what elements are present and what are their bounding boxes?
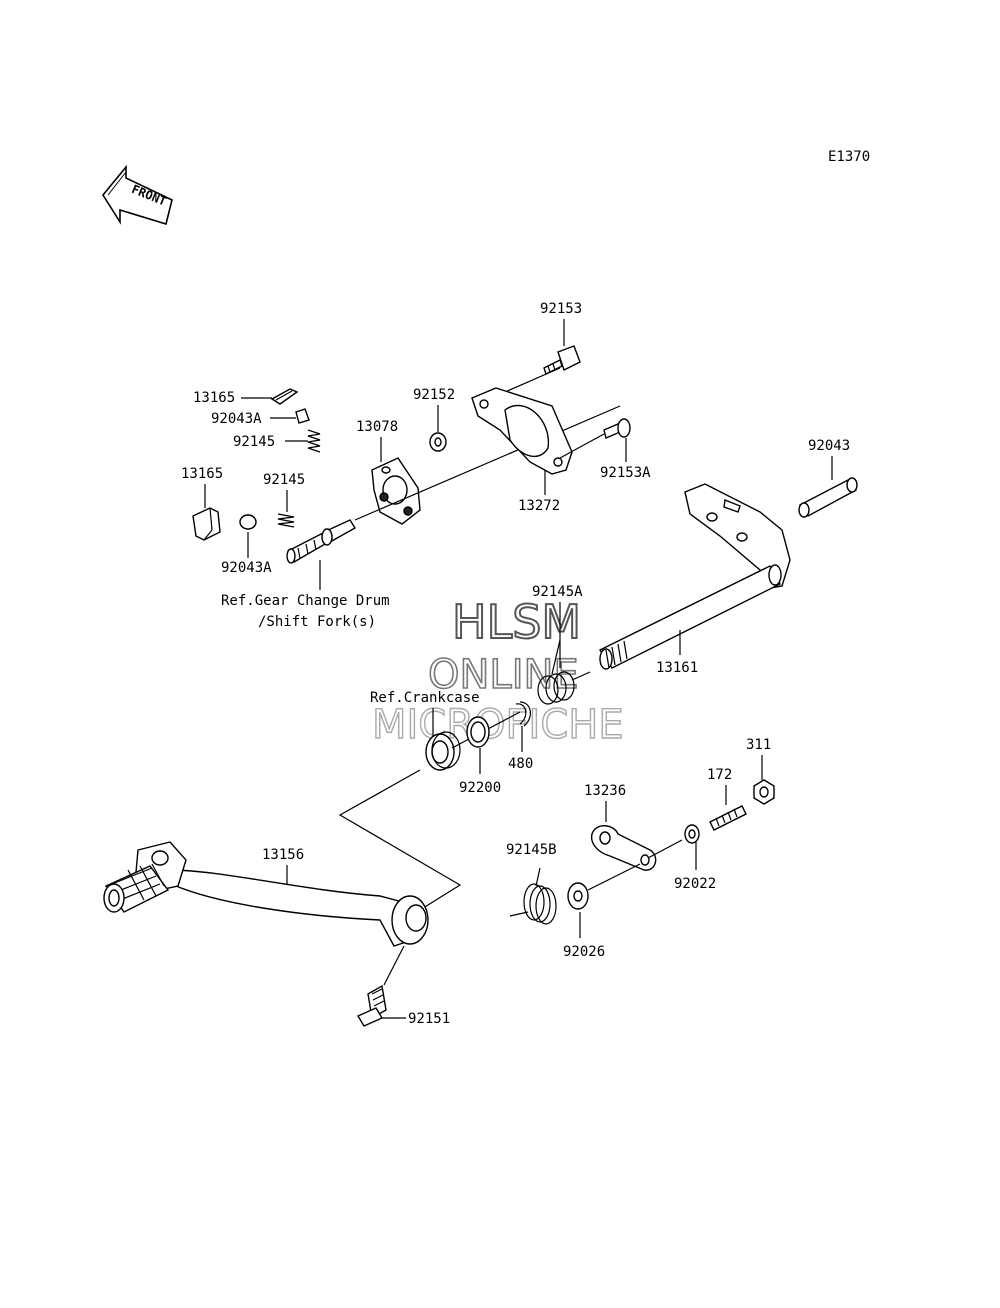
- watermark-microfiche: MICROFICHE: [372, 702, 624, 748]
- watermark-hlsm: HLSM: [452, 595, 581, 649]
- label-13156: 13156: [262, 847, 304, 863]
- label-92026: 92026: [563, 944, 605, 960]
- part-drum-pin: [286, 519, 356, 564]
- part-92152: [429, 432, 447, 452]
- label-13078: 13078: [356, 419, 398, 435]
- label-13272: 13272: [518, 498, 560, 514]
- diagram-code: E1370: [828, 149, 870, 165]
- part-311: [753, 779, 775, 805]
- label-92200: 92200: [459, 780, 501, 796]
- part-92043A-top: [295, 408, 310, 424]
- label-92145-mid: 92145: [263, 472, 305, 488]
- part-13161: [598, 483, 791, 670]
- label-92022: 92022: [674, 876, 716, 892]
- label-311: 311: [746, 737, 771, 753]
- part-13156: [103, 841, 429, 947]
- label-92043: 92043: [808, 438, 850, 454]
- part-13165-top: [270, 388, 299, 405]
- label-13165-top: 13165: [193, 390, 235, 406]
- part-92022: [684, 824, 700, 844]
- part-92153A: [603, 418, 631, 439]
- part-13236: [590, 825, 657, 871]
- part-92145B: [509, 867, 557, 925]
- part-92153: [543, 345, 581, 375]
- part-92043A-bottom: [239, 514, 257, 530]
- part-13078: [371, 457, 421, 525]
- part-480: [515, 701, 531, 727]
- part-172: [709, 805, 747, 831]
- label-172: 172: [707, 767, 732, 783]
- front-arrow-icon: FRONT: [102, 164, 173, 226]
- label-13236: 13236: [584, 783, 626, 799]
- label-480: 480: [508, 756, 533, 772]
- part-92043: [798, 477, 858, 518]
- label-92145B: 92145B: [506, 842, 557, 858]
- part-oil-seal: [425, 731, 461, 771]
- label-92145-top: 92145: [233, 434, 275, 450]
- part-92145A: [537, 639, 591, 705]
- ref-gear-change-line2: /Shift Fork(s): [258, 614, 376, 630]
- label-92043A-top: 92043A: [211, 411, 262, 427]
- label-13165-bottom: 13165: [181, 466, 223, 482]
- label-92145A: 92145A: [532, 584, 583, 600]
- label-92043A-bottom: 92043A: [221, 560, 272, 576]
- part-92145-top: [307, 429, 321, 453]
- ref-crankcase: Ref.Crankcase: [370, 690, 480, 706]
- part-92200: [466, 716, 490, 748]
- part-92145-mid: [277, 513, 295, 528]
- label-92151: 92151: [408, 1011, 450, 1027]
- label-92153: 92153: [540, 301, 582, 317]
- label-13161: 13161: [656, 660, 698, 676]
- part-13165-bottom: [192, 507, 221, 541]
- part-13272: [471, 387, 573, 475]
- part-92151: [356, 984, 387, 1027]
- part-92026: [567, 882, 589, 910]
- label-92152: 92152: [413, 387, 455, 403]
- ref-gear-change-line1: Ref.Gear Change Drum: [221, 593, 390, 609]
- label-92153A: 92153A: [600, 465, 651, 481]
